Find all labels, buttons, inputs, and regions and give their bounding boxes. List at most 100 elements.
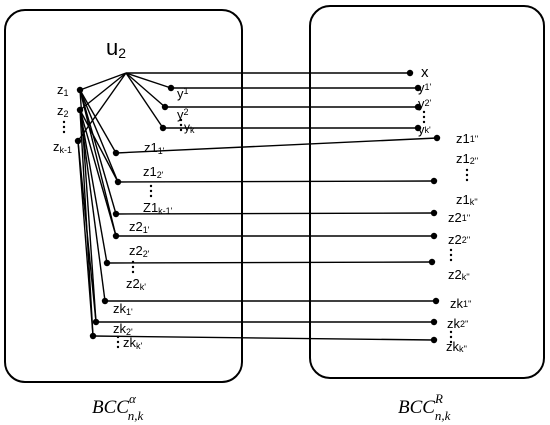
edge-hub-z1	[79, 72, 127, 91]
right-label-z2-1: z21''	[448, 210, 470, 225]
ellipsis-right-z2-dot-1	[449, 253, 453, 257]
ellipsis-left-z1-dot-0	[149, 184, 153, 188]
node-left-y-1	[161, 103, 169, 111]
edge-fan-extra-1	[79, 109, 94, 337]
right-box	[309, 5, 545, 379]
edge-cross-0	[115, 137, 438, 154]
node-left-fan-3	[112, 232, 120, 240]
z-label-2: z2	[57, 103, 69, 119]
edge-fan-2	[79, 89, 117, 215]
left-label-y1: y1	[177, 86, 189, 101]
edge-fan-extra-2	[79, 89, 117, 237]
ellipsis-right-z1-dot-2	[465, 178, 469, 182]
node-right-fan-1	[430, 177, 438, 185]
ellipsis-left-y-dot-2	[179, 128, 183, 132]
ellipsis-left-zk-dot-1	[116, 340, 120, 344]
node-right-fan-4	[428, 258, 436, 266]
right-label-z1-k: z1k''	[456, 192, 478, 207]
ellipsis-right-zk-dot-1	[449, 335, 453, 339]
edge-cross-2	[115, 212, 435, 215]
node-z2	[76, 106, 84, 114]
ellipsis-right-z1-dot-1	[465, 173, 469, 177]
right-label-y2: y2'	[418, 96, 432, 111]
left-label-z2-1: z21'	[129, 219, 150, 235]
node-right-fan-6	[430, 318, 438, 326]
left-box	[4, 9, 243, 383]
node-right-y-2	[414, 124, 422, 132]
edge-cross-4	[106, 261, 433, 264]
edge-cross-1	[117, 180, 435, 183]
ellipsis-left-z-dot-0	[62, 120, 66, 124]
node-left-fan-5	[101, 297, 109, 305]
right-label-z1-2: z12''	[456, 151, 478, 166]
ellipsis-left-zk-dot-0	[116, 335, 120, 339]
left-label-z1-1: z11'	[144, 140, 165, 156]
right-label-zk-2: zk2''	[447, 316, 469, 331]
ellipsis-layer	[62, 110, 469, 349]
edge-fan-1	[79, 89, 119, 183]
node-right-fan-3	[430, 232, 438, 240]
dots-layer	[74, 69, 441, 344]
right-label-z2-k: z2k''	[448, 267, 470, 282]
node-left-fan-0	[112, 149, 120, 157]
ellipsis-left-z1-dot-2	[149, 194, 153, 198]
ellipsis-left-y-dot-1	[179, 123, 183, 127]
edges-layer	[77, 72, 438, 341]
node-z1	[76, 86, 84, 94]
node-right-fan-5	[432, 297, 440, 305]
node-x	[406, 69, 414, 77]
ellipsis-left-z2-dot-2	[131, 270, 135, 274]
ellipsis-right-z2-dot-0	[449, 248, 453, 252]
left-label-zk-1: zk1'	[113, 301, 133, 317]
edge-hub-y-1	[125, 72, 166, 108]
node-left-fan-7	[89, 332, 97, 340]
ellipsis-right-z2-dot-2	[449, 258, 453, 262]
right-label-zk-1: zk1''	[450, 296, 472, 311]
ellipsis-left-z2-dot-1	[131, 265, 135, 269]
node-right-y-1	[414, 103, 422, 111]
left-label-z1-k-1: Z1k-1'	[143, 200, 173, 216]
node-left-fan-2	[112, 210, 120, 218]
node-left-fan-4	[103, 259, 111, 267]
ellipsis-left-z2-dot-0	[131, 260, 135, 264]
left-label-y2: y2	[177, 107, 189, 122]
ellipsis-right-z1-dot-0	[465, 168, 469, 172]
left-label-z2-k: z2k'	[126, 276, 146, 292]
hub-label: u2	[106, 35, 126, 61]
node-zk-1	[74, 137, 82, 145]
ellipsis-left-y-dot-0	[179, 118, 183, 122]
left-label-zk-2: zk2'	[113, 321, 133, 337]
node-right-fan-7	[430, 336, 438, 344]
left-label-z1-2: z12'	[143, 164, 164, 180]
right-label-y1: y1'	[418, 80, 432, 95]
ellipsis-left-zk-dot-2	[116, 345, 120, 349]
right-label-zk-k: zkk''	[446, 339, 467, 354]
node-left-fan-1	[114, 178, 122, 186]
ellipsis-right-zk-dot-2	[449, 340, 453, 344]
z-label-k-1: zk-1	[53, 139, 72, 155]
z-label-1: z1	[57, 82, 69, 98]
left-label-yk: yk	[184, 120, 195, 135]
node-left-fan-6	[92, 318, 100, 326]
node-right-fan-2	[430, 209, 438, 217]
ellipsis-right-zk-dot-0	[449, 330, 453, 334]
left-label-z2-2: z22'	[129, 243, 150, 259]
left-label-zk-k: zkk'	[123, 335, 143, 351]
right-label-z1-1: z11''	[456, 131, 478, 146]
right-label-z2-2: z22''	[448, 232, 470, 247]
ellipsis-left-z-dot-2	[62, 130, 66, 134]
edge-hub-y-0	[125, 72, 172, 89]
edge-hub-y-2	[125, 72, 164, 129]
ellipsis-right-y-dot-1	[422, 115, 426, 119]
right-label-yk: yk'	[418, 122, 431, 137]
edge-fan-extra-0	[79, 89, 97, 323]
edge-fan-3	[79, 109, 117, 237]
edge-fan-4	[79, 109, 108, 264]
node-right-y-0	[414, 84, 422, 92]
node-left-y-2	[159, 124, 167, 132]
edge-fan-0	[79, 89, 117, 154]
edge-cross-7	[92, 335, 435, 341]
